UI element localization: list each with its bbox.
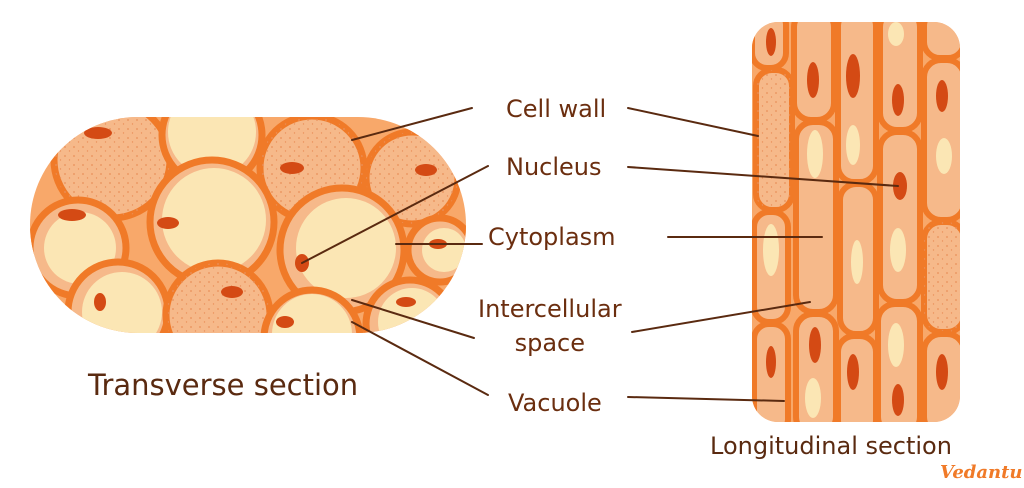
label-cell-wall: Cell wall [506, 95, 607, 123]
caption-longitudinal-section: Longitudinal section [710, 432, 952, 460]
ts-cell [404, 214, 466, 286]
nucleus [280, 162, 304, 174]
nucleus [807, 62, 819, 98]
nucleus [94, 293, 106, 311]
vacuole [890, 228, 906, 272]
ls-cell [752, 209, 791, 325]
ls-cell [921, 57, 960, 223]
nucleus [809, 327, 821, 363]
vacuole [846, 125, 860, 165]
ls-cell [921, 219, 960, 335]
nucleus [936, 80, 948, 112]
vacuole [807, 130, 823, 178]
ts-cell [146, 156, 278, 288]
ls-cell [877, 129, 923, 305]
ls-cell [793, 119, 839, 315]
label-intercellular-line1: Intercellular [478, 295, 622, 323]
nucleus [847, 354, 859, 390]
label-intercellular-space: Intercellular space [478, 292, 622, 360]
vacuole [272, 294, 352, 333]
nucleus [892, 384, 904, 416]
leader-vacuole-ts [351, 321, 489, 396]
nucleus [892, 84, 904, 116]
ls-cell [752, 22, 789, 71]
nucleus [276, 316, 294, 328]
vacuole [805, 378, 821, 418]
label-nucleus: Nucleus [506, 153, 602, 181]
nucleus [396, 297, 416, 307]
nucleus [936, 354, 948, 390]
vacuole [763, 224, 779, 276]
ts-cell [260, 286, 364, 333]
leader-nucleus-ts [301, 165, 489, 264]
ls-cell [835, 333, 879, 422]
label-intercellular-line2: space [514, 329, 585, 357]
transverse-cells [30, 117, 466, 333]
transverse-section [30, 117, 466, 333]
watermark-logo: Vedantu [940, 462, 1023, 483]
label-vacuole: Vacuole [508, 389, 602, 417]
longitudinal-cells [752, 22, 960, 422]
ts-cell [362, 276, 458, 333]
nucleus [58, 209, 86, 221]
ls-cell [752, 321, 791, 422]
ls-cell [921, 331, 960, 422]
vacuole [888, 22, 904, 46]
nucleus [893, 172, 907, 200]
nucleus [221, 286, 243, 298]
ls-cell [753, 67, 795, 213]
ls-cell [793, 311, 839, 422]
vacuole [82, 272, 162, 333]
nucleus [415, 164, 437, 176]
leader-intercellular-ts [351, 299, 475, 339]
ls-cell [837, 181, 879, 337]
ls-cell [921, 22, 960, 61]
leader-vacuole-ls [627, 396, 785, 402]
nucleus [84, 127, 112, 139]
nucleus [157, 217, 179, 229]
vacuole [162, 168, 266, 272]
vacuole [422, 228, 466, 272]
nucleus [766, 346, 776, 378]
caption-transverse-section: Transverse section [88, 368, 359, 402]
vacuole [936, 138, 952, 174]
leader-cell-wall-ts [351, 107, 473, 141]
ts-cell [276, 184, 408, 316]
vacuole [168, 117, 256, 176]
ls-cell [835, 22, 879, 185]
longitudinal-section [752, 22, 960, 422]
leader-cell-wall-ls [627, 107, 759, 137]
ls-cell [877, 22, 923, 133]
nucleus [766, 28, 776, 56]
nucleus [846, 54, 860, 98]
ls-cell [875, 301, 923, 422]
ts-cell [64, 258, 172, 333]
leader-lines [301, 107, 899, 402]
vacuole [851, 240, 863, 284]
vacuole [296, 198, 396, 298]
vacuole [888, 323, 904, 367]
leader-intercellular-ls [631, 301, 811, 333]
leader-nucleus-ls [627, 166, 899, 187]
ts-cell [162, 259, 274, 333]
ls-cell [791, 22, 837, 123]
label-cytoplasm: Cytoplasm [488, 223, 616, 251]
